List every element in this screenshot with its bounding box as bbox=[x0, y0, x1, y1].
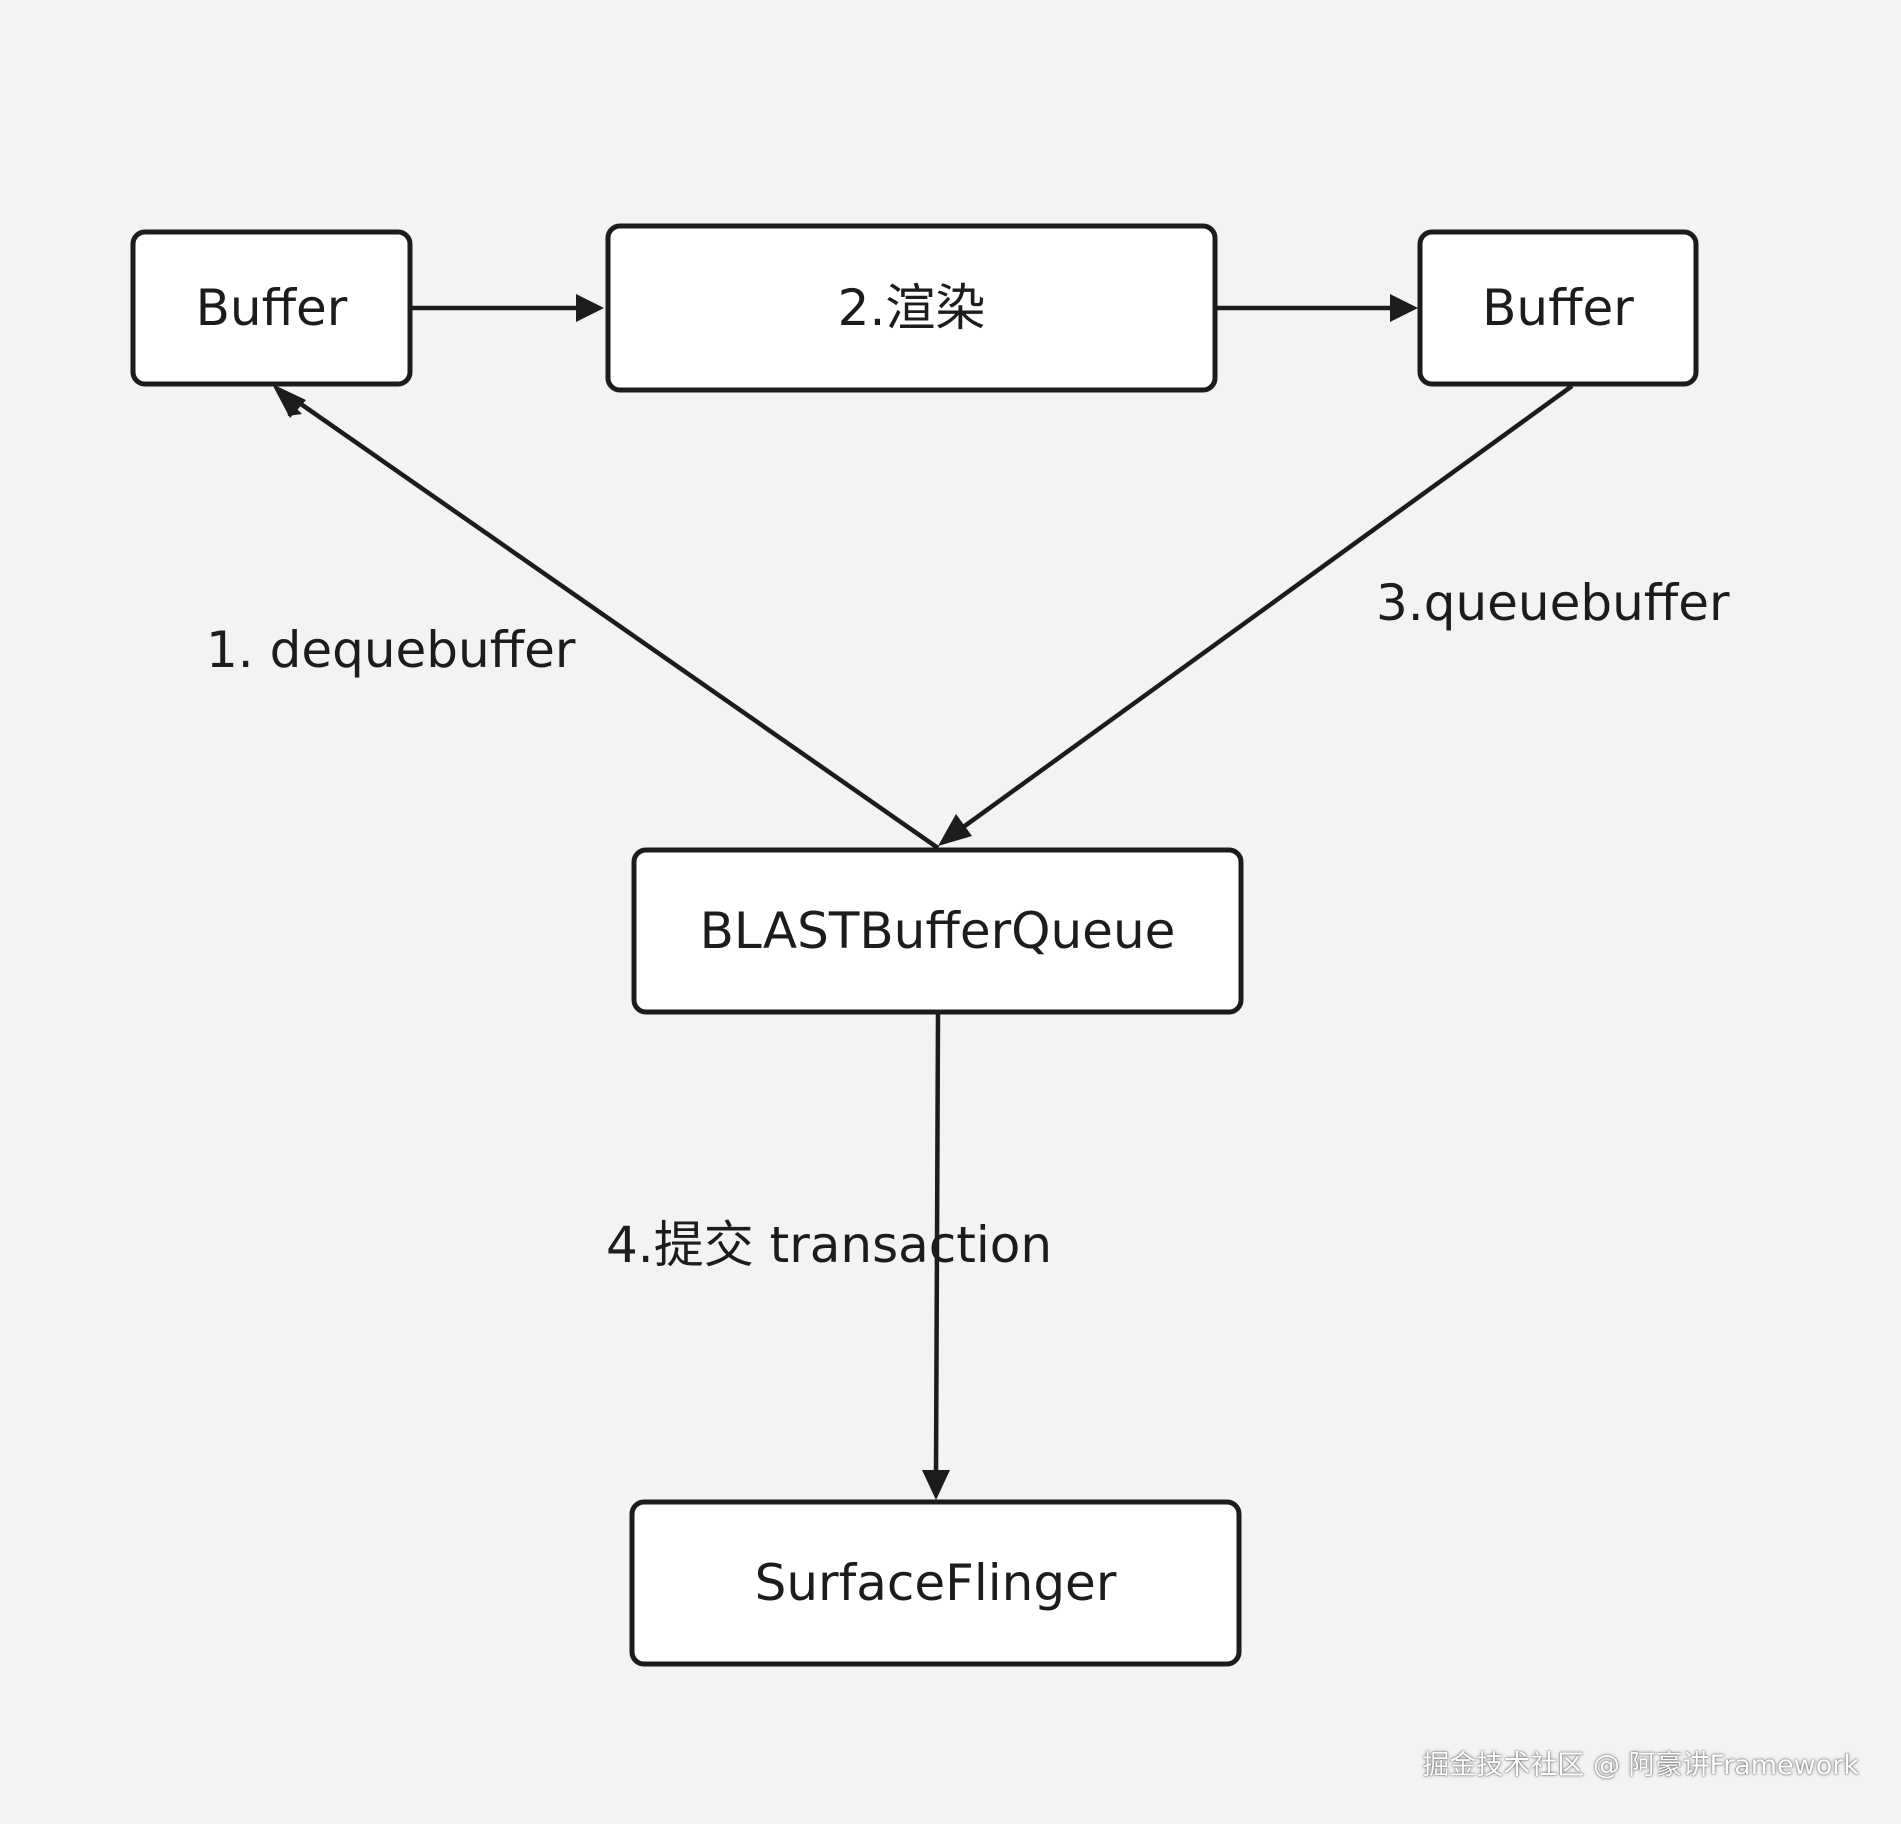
label-dequeuebuffer: 1. dequebuffer bbox=[206, 621, 576, 679]
node-buffer-left: Buffer bbox=[130, 229, 413, 387]
node-surface-flinger: SurfaceFlinger bbox=[629, 1499, 1242, 1667]
arrowhead-render bbox=[576, 294, 604, 322]
node-buffer-right-label: Buffer bbox=[1482, 279, 1634, 337]
label-queuebuffer: 3.queuebuffer bbox=[1376, 574, 1730, 632]
node-blast-buffer-queue-label: BLASTBufferQueue bbox=[700, 902, 1176, 960]
edge-dequeuebuffer bbox=[272, 384, 940, 850]
edge-buffer-to-render bbox=[412, 294, 604, 322]
node-render: 2.渲染 bbox=[605, 223, 1218, 393]
label-commit-transaction: 4.提交 transaction bbox=[606, 1216, 1052, 1274]
node-buffer-left-label: Buffer bbox=[196, 279, 348, 337]
edge-render-to-buffer bbox=[1216, 294, 1418, 322]
arrowhead-surface-flinger bbox=[922, 1470, 950, 1500]
node-surface-flinger-label: SurfaceFlinger bbox=[755, 1554, 1117, 1612]
watermark: 掘金技术社区 @ 阿豪讲Framework bbox=[1422, 1750, 1859, 1781]
node-render-label: 2.渲染 bbox=[838, 279, 986, 337]
node-buffer-right: Buffer bbox=[1417, 229, 1699, 387]
arrowhead-buffer-left bbox=[272, 384, 306, 418]
edge-commit-transaction bbox=[922, 1013, 950, 1500]
arrowhead-blast-queue bbox=[938, 814, 972, 846]
edge-queuebuffer bbox=[938, 384, 1574, 846]
node-blast-buffer-queue: BLASTBufferQueue bbox=[631, 847, 1244, 1015]
arrowhead-buffer-right bbox=[1390, 294, 1418, 322]
